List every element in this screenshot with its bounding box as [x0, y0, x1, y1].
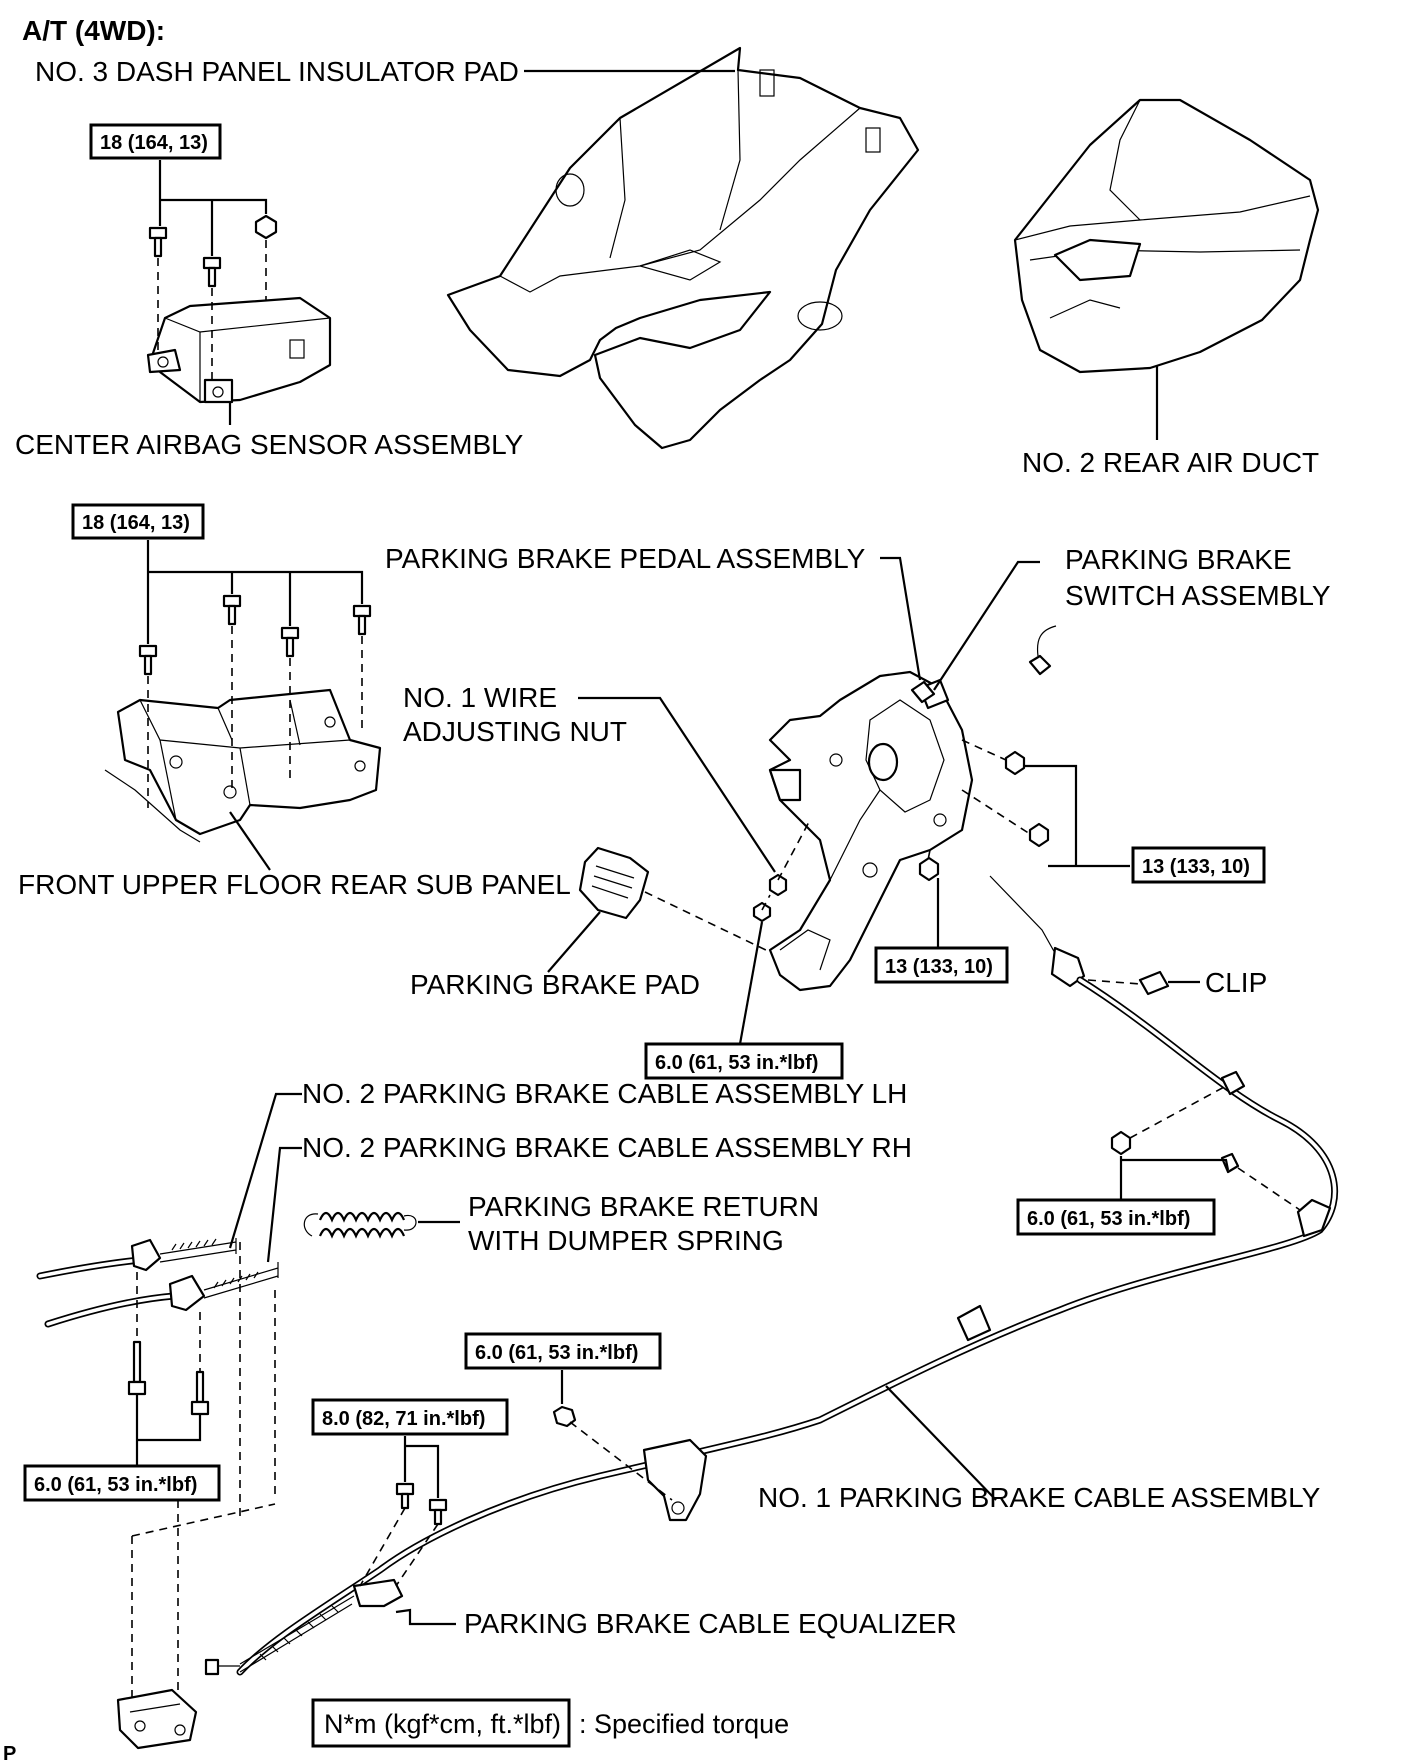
parking-brake-pedal-assembly	[768, 670, 974, 992]
pedal-lower-torque-box	[874, 946, 1009, 984]
wire-nut-label-1: NO. 1 WIRE	[403, 682, 557, 713]
air-duct-label: NO. 2 REAR AIR DUCT	[1022, 447, 1319, 478]
pedal-upper-torque-value: 13 (133, 10)	[1142, 856, 1250, 878]
cable-center-nut	[552, 1405, 577, 1428]
floor-rear-sub-panel	[104, 688, 382, 843]
pad-label: PARKING BRAKE PAD	[410, 969, 700, 1000]
cable-no1-label: NO. 1 PARKING BRAKE CABLE ASSEMBLY	[758, 1482, 1321, 1513]
dash-insulator-label: NO. 3 DASH PANEL INSULATOR PAD	[35, 56, 519, 87]
pedal-upper-torque-box	[1131, 846, 1266, 884]
equalizer-torque-box	[311, 1398, 509, 1436]
cable-clamp-left-bolts	[127, 1340, 210, 1416]
cable-bracket	[116, 1688, 198, 1750]
airbag-torque-box	[89, 123, 222, 160]
equalizer-torque-value: 8.0 (82, 71 in.*lbf)	[322, 1408, 485, 1430]
cable-lh-leader	[228, 1092, 302, 1249]
wire-nut-torque-leader	[738, 921, 764, 1045]
clamp-left-torque-box	[23, 1464, 221, 1502]
center-nut-torque-box	[464, 1332, 662, 1370]
pedal-lower-torque-value: 13 (133, 10)	[885, 956, 993, 978]
pedal-label: PARKING BRAKE PEDAL ASSEMBLY	[385, 543, 866, 574]
cable-rh-leader	[266, 1146, 302, 1263]
sub-panel-label: FRONT UPPER FLOOR REAR SUB PANEL	[18, 869, 571, 900]
pad-leader	[547, 911, 601, 973]
cable-equalizer	[204, 1578, 404, 1676]
wire-nut-leader	[578, 696, 776, 873]
airbag-torque-value: 18 (164, 13)	[100, 132, 208, 154]
clip	[1138, 970, 1170, 996]
wire-nut-label-2: ADJUSTING NUT	[403, 716, 627, 747]
airbag-sensor-assembly	[146, 296, 332, 404]
rear-air-duct	[1013, 98, 1320, 374]
parking-brake-pad	[578, 846, 650, 920]
clamp-right-torque-box	[1016, 1198, 1216, 1236]
no2-cable-rh	[44, 1262, 279, 1328]
switch-label-2: SWITCH ASSEMBLY	[1065, 580, 1331, 611]
sub-panel-torque-value: 18 (164, 13)	[82, 512, 190, 534]
equalizer-leader	[395, 1608, 456, 1626]
airbag-sensor-bolts	[148, 214, 278, 288]
sub-panel-torque-box	[71, 503, 205, 540]
wire-nut-torque-value: 6.0 (61, 53 in.*lbf)	[655, 1052, 818, 1074]
dash-insulator-pad	[446, 46, 920, 450]
legend-description: : Specified torque	[579, 1709, 789, 1739]
pedal-nuts	[918, 750, 1050, 882]
equalizer-label: PARKING BRAKE CABLE EQUALIZER	[464, 1608, 957, 1639]
spring-label-2: WITH DUMPER SPRING	[468, 1225, 784, 1256]
clip-label: CLIP	[1205, 967, 1267, 998]
diagram-title: A/T (4WD):	[22, 15, 165, 46]
wire-adjusting-nut	[752, 873, 788, 923]
clamp-right-torque-value: 6.0 (61, 53 in.*lbf)	[1027, 1208, 1190, 1230]
sub-panel-bolts	[138, 594, 372, 676]
cable-no1-leader	[885, 1385, 997, 1501]
clamp-right-torque-leader	[1119, 1156, 1230, 1204]
airbag-sensor-label: CENTER AIRBAG SENSOR ASSEMBLY	[15, 429, 524, 460]
center-nut-torque-value: 6.0 (61, 53 in.*lbf)	[475, 1342, 638, 1364]
corner-mark: P	[3, 1743, 16, 1763]
clamp-left-torque-leader	[135, 1394, 202, 1466]
spring-label-1: PARKING BRAKE RETURN	[468, 1191, 819, 1222]
legend-torque-box	[311, 1698, 571, 1748]
clamp-left-torque-value: 6.0 (61, 53 in.*lbf)	[34, 1474, 197, 1496]
legend-unit: N*m (kgf*cm, ft.*lbf)	[324, 1709, 561, 1739]
switch-label-1: PARKING BRAKE	[1065, 544, 1292, 575]
pedal-upper-torque-leader	[1024, 764, 1130, 868]
brake-switch-assembly	[910, 625, 1057, 704]
equalizer-torque-leader	[403, 1436, 440, 1498]
cable-lh-label: NO. 2 PARKING BRAKE CABLE ASSEMBLY LH	[302, 1078, 907, 1109]
sub-panel-leader	[229, 811, 271, 871]
wire-nut-torque-box	[644, 1042, 844, 1080]
airbag-torque-leader	[158, 160, 268, 256]
pedal-leader	[880, 556, 922, 681]
switch-leader	[933, 560, 1040, 691]
no1-parking-brake-cable	[236, 875, 1339, 1676]
sub-panel-torque-leader	[146, 540, 364, 644]
return-spring	[303, 1211, 417, 1239]
no2-cable-lh	[36, 1238, 237, 1280]
cable-clamp-right-bolts	[1110, 1130, 1240, 1174]
cable-rh-label: NO. 2 PARKING BRAKE CABLE ASSEMBLY RH	[302, 1132, 912, 1163]
